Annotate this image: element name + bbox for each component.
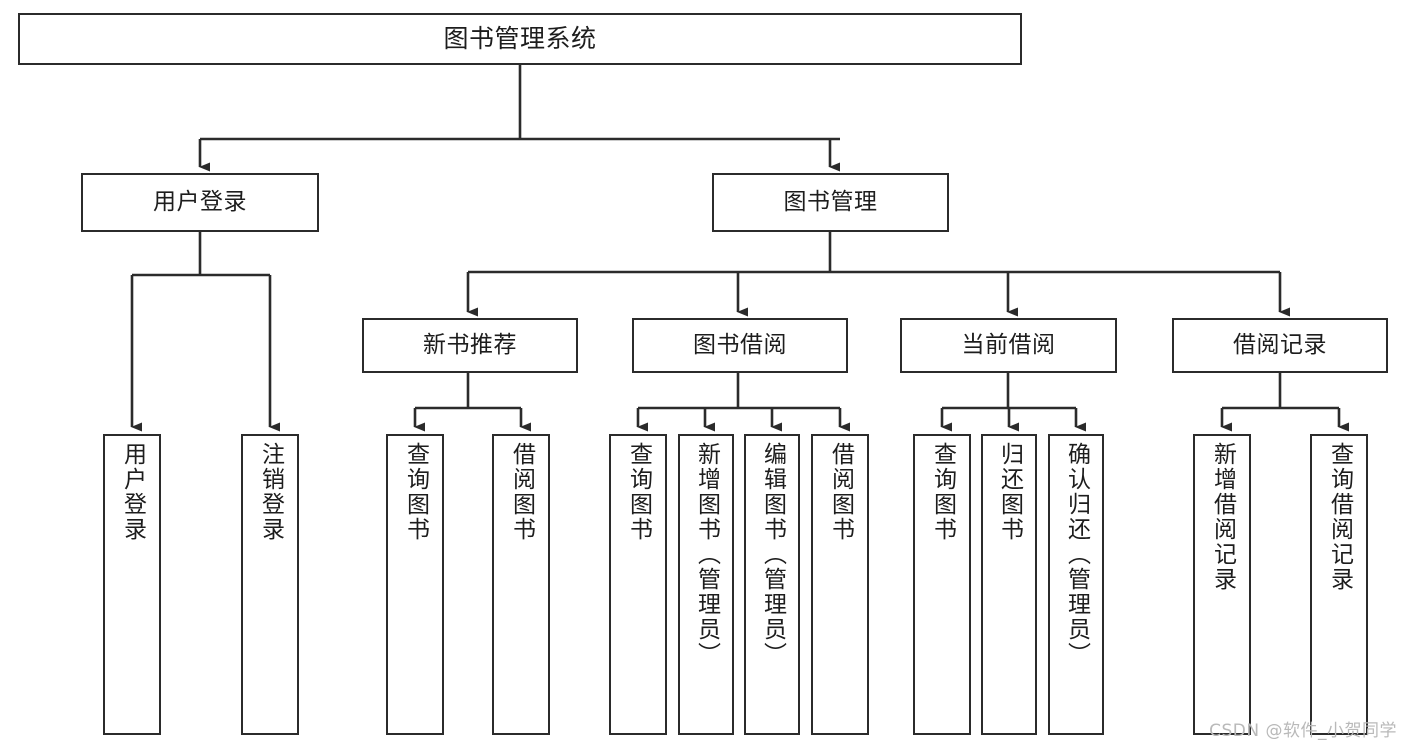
leaf-query-book-current[interactable]: 查询图书 (913, 434, 971, 735)
node-label: 新增借阅记录 (1209, 442, 1236, 592)
node-label: 确认归还（管理员） (1063, 442, 1090, 667)
node-label: 用户登录 (153, 188, 247, 215)
leaf-user-login[interactable]: 用户登录 (103, 434, 161, 735)
leaf-borrow-book-new-recommend[interactable]: 借阅图书 (492, 434, 550, 735)
node-label: 新书推荐 (423, 331, 517, 358)
node-label: 注销登录 (257, 442, 284, 542)
node-label: 借阅图书 (827, 442, 854, 542)
node-label: 归还图书 (996, 442, 1023, 542)
node-borrow-record[interactable]: 借阅记录 (1172, 318, 1388, 373)
node-label: 借阅记录 (1233, 331, 1327, 358)
node-label: 新增图书（管理员） (693, 442, 720, 667)
node-label: 图书借阅 (693, 331, 787, 358)
node-label: 借阅图书 (508, 442, 535, 542)
node-book-management[interactable]: 图书管理 (712, 173, 949, 232)
node-root-book-management-system[interactable]: 图书管理系统 (18, 13, 1022, 65)
node-label: 查询图书 (402, 442, 429, 542)
node-label: 当前借阅 (961, 331, 1056, 358)
node-label: 用户登录 (119, 442, 146, 542)
node-label: 图书管理 (783, 188, 878, 215)
leaf-query-book-new-recommend[interactable]: 查询图书 (386, 434, 444, 735)
node-book-borrow[interactable]: 图书借阅 (632, 318, 848, 373)
node-label: 编辑图书（管理员） (759, 442, 786, 667)
node-label: 查询借阅记录 (1326, 442, 1353, 592)
node-current-borrow[interactable]: 当前借阅 (900, 318, 1117, 373)
leaf-add-borrow-record[interactable]: 新增借阅记录 (1193, 434, 1251, 735)
leaf-return-book[interactable]: 归还图书 (981, 434, 1037, 735)
leaf-add-book-admin[interactable]: 新增图书（管理员） (678, 434, 734, 735)
watermark: CSDN @软件_小贺同学 (1209, 721, 1397, 741)
leaf-logout-login[interactable]: 注销登录 (241, 434, 299, 735)
node-user-login[interactable]: 用户登录 (81, 173, 319, 232)
leaf-borrow-book-borrow[interactable]: 借阅图书 (811, 434, 869, 735)
node-label: 查询图书 (929, 442, 956, 542)
node-label: 图书管理系统 (443, 24, 597, 54)
node-new-book-recommend[interactable]: 新书推荐 (362, 318, 578, 373)
leaf-query-borrow-record[interactable]: 查询借阅记录 (1310, 434, 1368, 735)
leaf-edit-book-admin[interactable]: 编辑图书（管理员） (744, 434, 800, 735)
leaf-confirm-return-admin[interactable]: 确认归还（管理员） (1048, 434, 1104, 735)
leaf-query-book-borrow[interactable]: 查询图书 (609, 434, 667, 735)
node-label: 查询图书 (625, 442, 652, 542)
